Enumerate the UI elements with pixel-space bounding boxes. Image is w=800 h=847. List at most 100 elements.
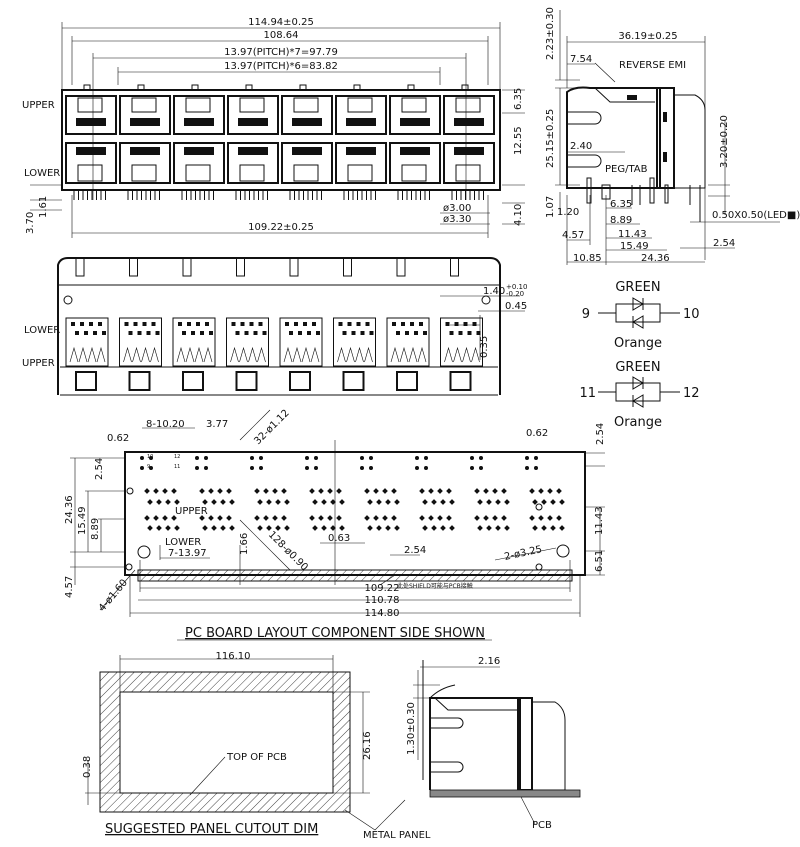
dim-pitch-6: 13.97(PITCH)*6=83.82 bbox=[224, 61, 338, 72]
signal-hole bbox=[446, 515, 452, 521]
lower-latch-window bbox=[401, 164, 427, 182]
pin-pad bbox=[124, 322, 129, 326]
signal-hole bbox=[376, 525, 382, 531]
pin-lead bbox=[69, 346, 79, 363]
signal-hole bbox=[504, 499, 510, 505]
signal-hole bbox=[394, 499, 400, 505]
svg-text:Orange: Orange bbox=[614, 336, 662, 351]
dim-6-51: 6.51 bbox=[594, 550, 605, 572]
pin-pad bbox=[312, 322, 316, 326]
signal-hole bbox=[422, 525, 428, 531]
pin-pad bbox=[146, 331, 151, 335]
svg-text:Orange: Orange bbox=[614, 415, 662, 430]
front-ports bbox=[65, 84, 495, 200]
pcb-label-lower: LOWER bbox=[165, 537, 201, 548]
signal-hole bbox=[339, 499, 345, 505]
pin-pad bbox=[303, 322, 307, 326]
dim-3-20: 3.20±0.20 bbox=[719, 115, 730, 168]
pin-pad bbox=[476, 331, 481, 335]
signal-hole bbox=[367, 499, 373, 505]
dim-cutout-width: 116.10 bbox=[216, 651, 251, 662]
rear-window bbox=[182, 371, 204, 391]
dim-pin-span: 109.22±0.25 bbox=[248, 222, 314, 233]
signal-hole bbox=[284, 525, 290, 531]
pin-lead bbox=[123, 346, 132, 363]
dim-110-78: 110.78 bbox=[365, 595, 400, 606]
dim-0-62-right: 0.62 bbox=[526, 428, 548, 439]
signal-hole bbox=[226, 515, 232, 521]
rear-pin-block bbox=[386, 317, 430, 367]
pcb-layout: 8-10.20 3.77 0.62 32-ø1.12 0.62 2.54 24.… bbox=[64, 408, 606, 641]
lower-contacts bbox=[184, 147, 214, 155]
dim-inner-width: 108.64 bbox=[264, 30, 299, 41]
lower-contacts bbox=[238, 147, 268, 155]
dual-led-symbol-icon bbox=[598, 297, 680, 329]
signal-hole bbox=[364, 488, 370, 494]
upper-latch-window bbox=[347, 97, 373, 113]
led-hole bbox=[314, 466, 318, 470]
signal-hole bbox=[147, 499, 153, 505]
dim-3-77: 3.77 bbox=[206, 419, 228, 430]
led-hole bbox=[204, 456, 208, 460]
signal-hole bbox=[492, 488, 498, 494]
svg-text:10: 10 bbox=[683, 307, 700, 322]
pin-pad bbox=[258, 322, 263, 326]
signal-hole bbox=[171, 488, 177, 494]
signal-hole bbox=[483, 515, 489, 521]
pin-pad bbox=[294, 322, 298, 326]
upper-contacts bbox=[184, 118, 214, 126]
dim-8-10-20: 8-10.20 bbox=[146, 419, 185, 430]
signal-hole bbox=[284, 499, 290, 505]
pin-lead bbox=[230, 346, 239, 363]
signal-hole bbox=[281, 515, 287, 521]
svg-text:9: 9 bbox=[147, 464, 150, 470]
pin-lead bbox=[408, 346, 418, 363]
signal-hole bbox=[376, 499, 382, 505]
led-hole bbox=[525, 456, 529, 460]
pin-pad bbox=[205, 322, 209, 326]
dim-6-35: 6.35 bbox=[513, 88, 524, 110]
pin-pad bbox=[419, 322, 423, 326]
pin-pad bbox=[458, 331, 463, 335]
signal-hole bbox=[318, 488, 324, 494]
led-hole bbox=[250, 466, 254, 470]
dim-0-38: 0.38 bbox=[82, 756, 93, 778]
lower-latch-window bbox=[347, 164, 373, 182]
svg-text:GREEN: GREEN bbox=[615, 280, 660, 295]
dim-2-23: 2.23±0.30 bbox=[545, 7, 556, 60]
led-hole bbox=[470, 466, 474, 470]
rear-pin-block bbox=[279, 317, 323, 367]
dim-128-holes: 128-ø0.90 bbox=[266, 529, 310, 573]
pin-pad bbox=[463, 322, 468, 326]
signal-hole bbox=[257, 499, 263, 505]
pin-pad bbox=[401, 322, 405, 326]
signal-hole bbox=[217, 488, 223, 494]
pin-lead bbox=[141, 346, 150, 363]
signal-hole bbox=[541, 525, 547, 531]
lower-port bbox=[173, 142, 225, 184]
upper-port bbox=[119, 95, 171, 135]
lower-contacts bbox=[76, 147, 106, 155]
signal-hole bbox=[153, 515, 159, 521]
signal-hole bbox=[422, 499, 428, 505]
svg-text:11: 11 bbox=[174, 464, 180, 470]
signal-hole bbox=[336, 488, 342, 494]
pin-lead bbox=[453, 346, 462, 363]
upper-latch-window bbox=[77, 97, 103, 113]
signal-hole bbox=[391, 488, 397, 494]
pin-lead bbox=[96, 346, 106, 363]
signal-hole bbox=[449, 525, 455, 531]
signal-hole bbox=[257, 525, 263, 531]
dim-1-07: 1.07 bbox=[545, 196, 556, 218]
dim-114-80: 114.80 bbox=[365, 608, 400, 619]
led-hole bbox=[259, 456, 263, 460]
dim-7-54: 7.54 bbox=[570, 54, 592, 65]
lower-port bbox=[443, 142, 495, 184]
pin-pad bbox=[307, 331, 311, 335]
pin-lead bbox=[185, 346, 195, 363]
signal-hole bbox=[330, 525, 336, 531]
upper-port bbox=[389, 95, 441, 135]
lower-port bbox=[227, 142, 279, 184]
pin-lead bbox=[471, 346, 480, 363]
